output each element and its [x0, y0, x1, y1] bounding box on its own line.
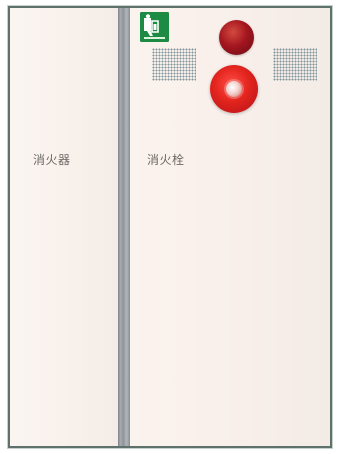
fire-extinguisher-compartment-door[interactable]: 消火器	[10, 8, 119, 446]
speaker-grille-icon	[152, 48, 196, 81]
fire-alarm-button-center[interactable]	[226, 81, 242, 97]
speaker-grille-icon	[273, 48, 317, 81]
cabinet-divider	[118, 8, 130, 446]
fire-extinguisher-label: 消火器	[33, 153, 71, 167]
fire-alarm-button-icon[interactable]	[210, 65, 258, 113]
fire-hydrant-label: 消火栓	[147, 153, 185, 167]
fire-hydrant-compartment-door[interactable]: 消火栓	[130, 8, 330, 446]
exit-sign-icon	[140, 12, 169, 42]
fire-equipment-cabinet: 消火器 消火栓	[8, 6, 332, 448]
alarm-light-icon	[219, 20, 254, 55]
